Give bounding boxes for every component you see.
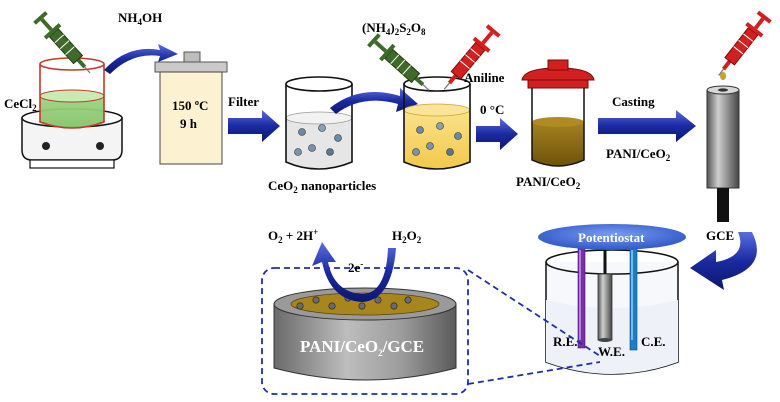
label-we: W.E. — [598, 344, 625, 359]
label-re: R.E. — [553, 334, 578, 349]
curved-arrow-2 — [330, 88, 418, 114]
zoom-line-bottom — [467, 361, 601, 385]
label-temp: 150 ºC — [172, 98, 208, 113]
label-0c: 0 °C — [480, 102, 504, 117]
curved-arrow-1 — [104, 44, 178, 74]
curved-arrow-3 — [690, 232, 757, 290]
label-pani-ceo2: PANI/CeO2 — [516, 174, 581, 191]
autoclave — [154, 51, 228, 165]
beaker-ceo2 — [285, 76, 353, 170]
zoom-line-top — [467, 269, 601, 357]
label-ce: C.E. — [641, 334, 666, 349]
zoom-box — [261, 267, 469, 395]
label-electrode: PANI/CeO2/GCE — [300, 337, 424, 358]
syringe-nh4oh — [33, 11, 91, 74]
potentiostat-badge — [538, 224, 686, 250]
label-aniline: Aniline — [464, 70, 505, 85]
label-electrons: 2e- — [348, 259, 363, 275]
electrochemical-cell — [545, 239, 679, 375]
beaker-reaction — [403, 76, 471, 170]
label-filter: Filter — [228, 94, 259, 109]
label-casting-pani: PANI/CeO2 — [606, 146, 671, 163]
arrow-casting — [598, 110, 696, 142]
gce-electrode — [706, 72, 740, 222]
syringe-aniline — [443, 24, 501, 90]
label-time: 9 h — [180, 116, 198, 131]
electrode-disk — [273, 287, 457, 381]
arrow-cool — [476, 118, 518, 150]
label-casting: Casting — [612, 94, 655, 109]
hotplate-beaker — [21, 57, 123, 169]
label-h2o2: H2O2 — [392, 228, 422, 245]
syringe-aps — [367, 33, 430, 91]
vial-pani — [521, 59, 595, 167]
label-nh4oh: NH4OH — [118, 10, 162, 27]
catalytic-arrow — [312, 242, 396, 302]
label-potentiostat: Potentiostat — [578, 230, 645, 245]
label-aps: (NH4)2S2O8 — [362, 20, 426, 37]
label-o2: O2 + 2H+ — [268, 227, 318, 245]
label-cecl2: CeCl2 — [4, 96, 37, 113]
label-ceo2-np: CeO2 nanoparticles — [268, 178, 376, 195]
syringe-casting — [718, 10, 772, 76]
arrow-filter — [228, 110, 280, 142]
label-gce: GCE — [706, 228, 734, 243]
